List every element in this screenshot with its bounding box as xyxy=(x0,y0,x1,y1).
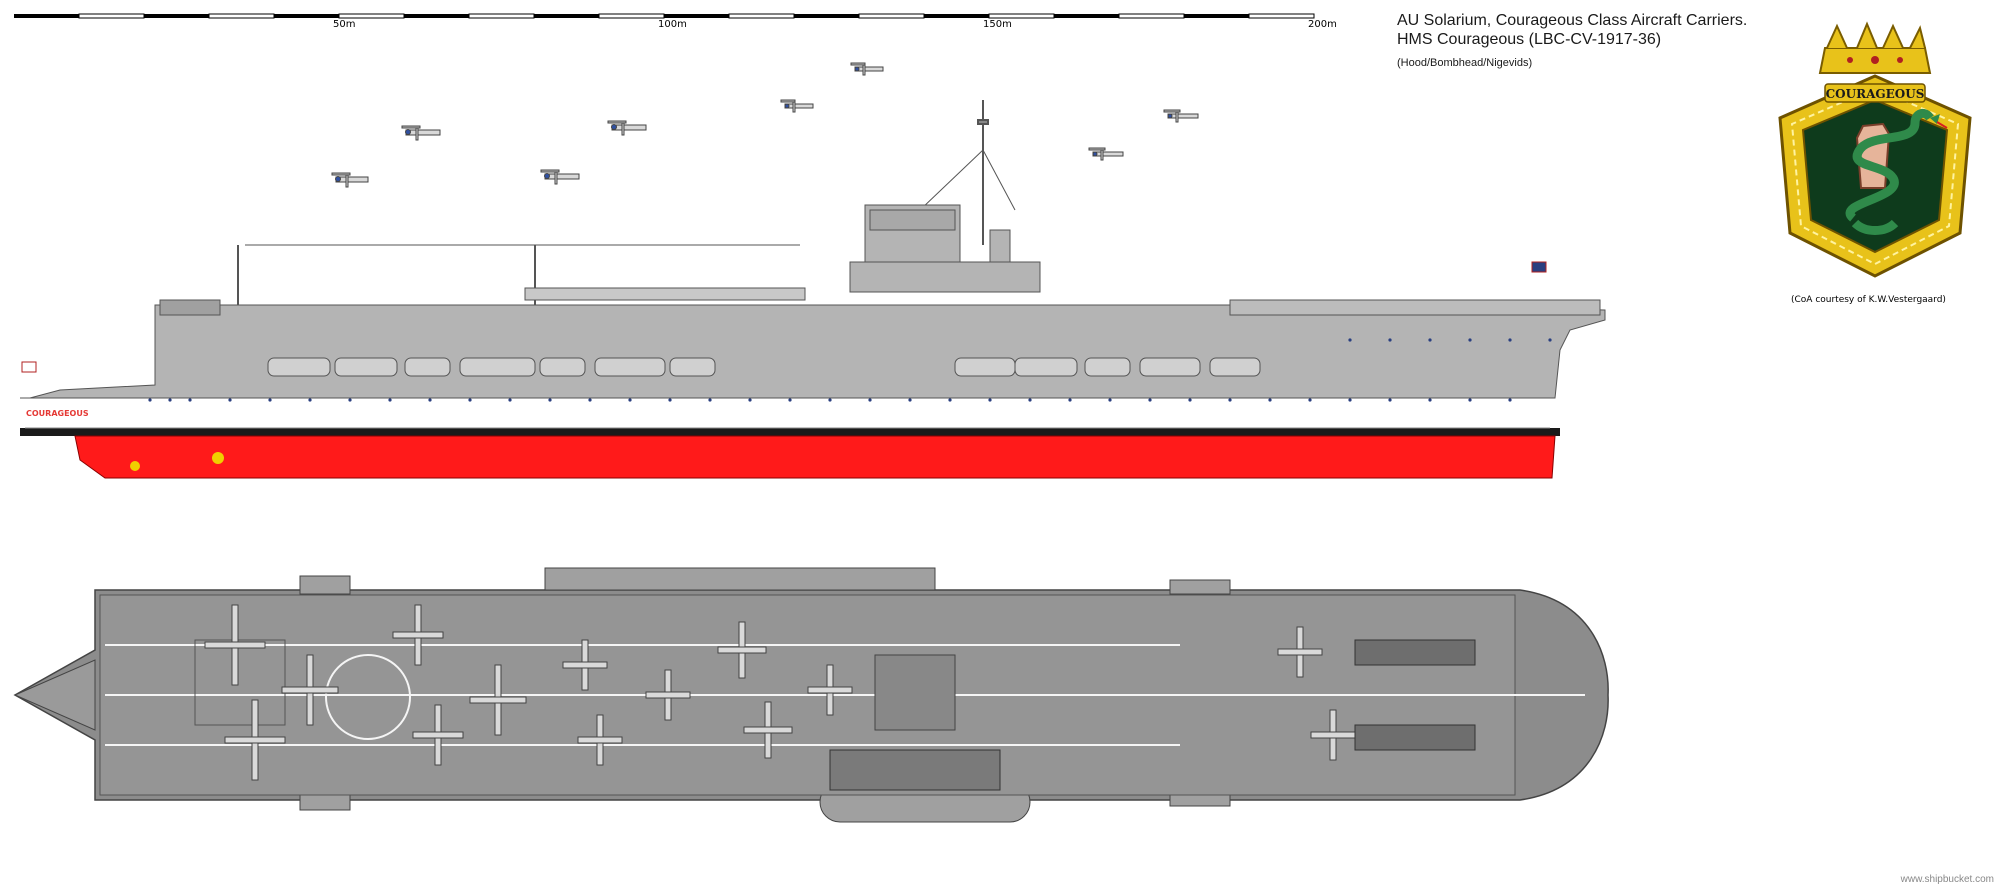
forward-deck-structures xyxy=(1354,639,1476,751)
scale-label-50m: 50m xyxy=(333,19,356,30)
biplane-icon xyxy=(850,62,884,76)
propeller-icon xyxy=(212,452,224,464)
title-ship: HMS Courageous (LBC-CV-1917-36) xyxy=(1397,31,1662,48)
aircraft-plan-icon xyxy=(469,664,527,736)
aircraft-plan-icon xyxy=(412,704,464,766)
hull-profile: COURAGEOUS xyxy=(20,261,1606,479)
biplane-icon xyxy=(331,172,369,188)
crest-caption: (CoA courtesy of K.W.Vestergaard) xyxy=(1791,295,1946,305)
aft-elevator xyxy=(874,654,956,731)
ship-profile-view: COURAGEOUS xyxy=(20,62,1606,479)
credits: (Hood/Bombhead/Nigevids) xyxy=(1397,57,1533,69)
island-superstructure xyxy=(849,204,1041,293)
watermark: www.shipbucket.com xyxy=(1900,874,1994,885)
aircraft-plan-icon xyxy=(281,654,339,726)
boat-deck xyxy=(267,357,1261,377)
coat-of-arms: COURAGEOUS xyxy=(1765,18,1985,293)
title-class: AU Solarium, Courageous Class Aircraft C… xyxy=(1397,12,1748,29)
scale-label-150m: 150m xyxy=(983,19,1012,30)
deck-circle xyxy=(325,654,411,740)
jack-flag-icon xyxy=(1531,261,1547,273)
aircraft-plan-icon xyxy=(562,639,608,691)
scale-label-200m: 200m xyxy=(1308,19,1337,30)
aircraft-plan-icon xyxy=(645,669,691,721)
deck-lines xyxy=(105,644,1585,746)
portholes xyxy=(148,338,1552,402)
fist-serpent-icon xyxy=(1845,108,1948,235)
title-block: AU Solarium, Courageous Class Aircraft C… xyxy=(1397,11,1747,69)
biplane-icon xyxy=(540,169,580,185)
scale-bar-segments xyxy=(14,13,1315,19)
island-plan xyxy=(829,749,1001,791)
aircraft-formation xyxy=(331,62,1199,188)
propeller-icon xyxy=(130,461,140,471)
aircraft-plan-icon xyxy=(717,621,767,679)
parked-aircraft xyxy=(204,604,1356,781)
aircraft-plan-icon xyxy=(392,604,444,666)
crest-name: COURAGEOUS xyxy=(1826,87,1925,101)
naval-crown-icon xyxy=(1818,21,1932,74)
aircraft-plan-icon xyxy=(577,714,623,766)
white-ensign-icon xyxy=(21,361,37,373)
ship-plan-view xyxy=(13,567,1609,823)
aircraft-plan-icon xyxy=(1277,626,1323,678)
fore-elevator xyxy=(194,639,286,726)
scale-bar xyxy=(14,13,1315,19)
biplane-icon xyxy=(607,120,647,136)
scale-label-100m: 100m xyxy=(658,19,687,30)
stern-deck xyxy=(13,659,96,731)
flight-deck-profile xyxy=(237,244,806,310)
biplane-icon xyxy=(1163,109,1199,123)
aircraft-plan-icon xyxy=(743,701,793,759)
biplane-icon xyxy=(1088,147,1124,161)
hull-name-label: COURAGEOUS xyxy=(26,409,89,418)
biplane-icon xyxy=(780,99,814,113)
tripod-mast xyxy=(919,100,1016,245)
aircraft-plan-icon xyxy=(807,664,853,716)
biplane-icon xyxy=(401,125,441,141)
aircraft-plan-icon xyxy=(224,699,286,781)
aircraft-plan-icon xyxy=(204,604,266,686)
